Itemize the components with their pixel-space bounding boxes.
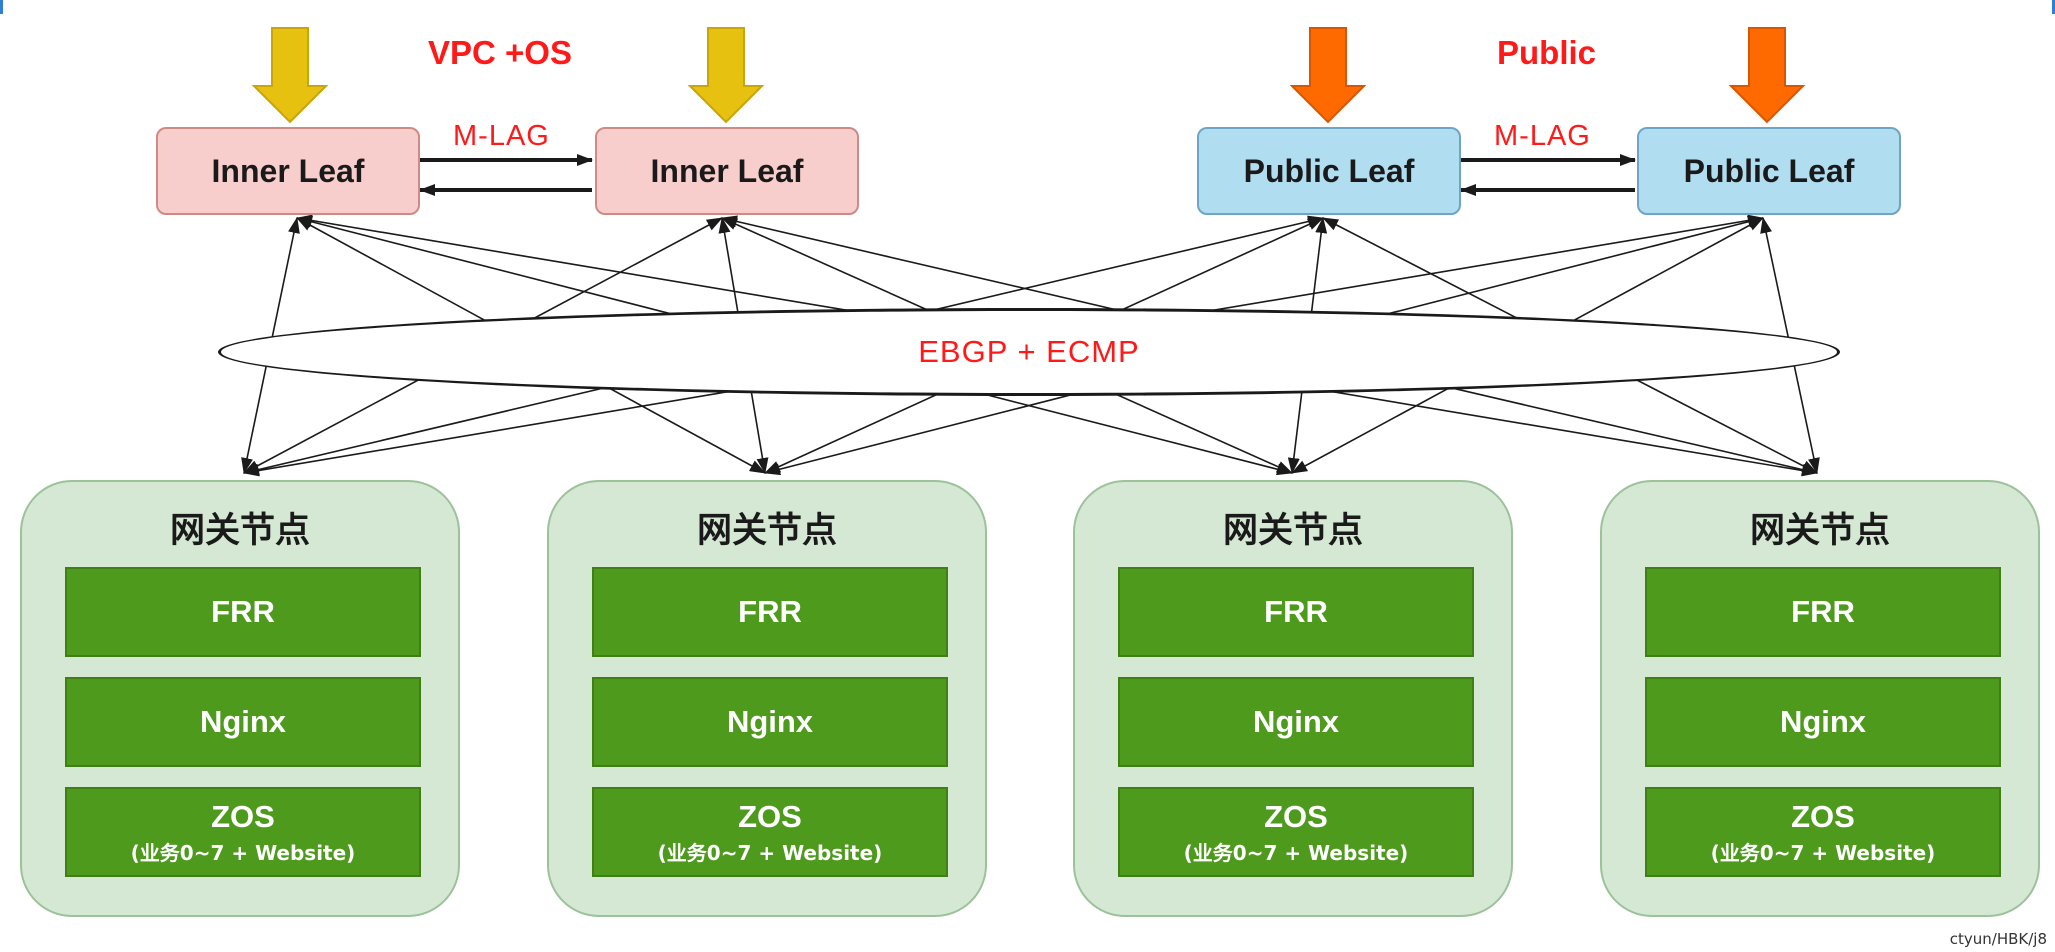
service-zos: ZOS (业务0~7 + Website)	[592, 787, 948, 877]
mlag-label-inner: M-LAG	[453, 120, 550, 152]
frame-edge-left	[0, 0, 3, 14]
service-nginx: Nginx	[1645, 677, 2001, 767]
service-frr: FRR	[65, 567, 421, 657]
service-nginx: Nginx	[65, 677, 421, 767]
service-label: FRR	[738, 594, 802, 629]
frame-edge-right	[2052, 0, 2055, 14]
gateway-node-3: 网关节点 FRR Nginx ZOS (业务0~7 + Website)	[1073, 480, 1513, 917]
service-note: (业务0~7 + Website)	[1183, 840, 1409, 865]
service-nginx: Nginx	[592, 677, 948, 767]
service-label: Nginx	[199, 704, 287, 739]
service-zos: ZOS (业务0~7 + Website)	[65, 787, 421, 877]
service-frr: FRR	[1645, 567, 2001, 657]
service-frr: FRR	[1118, 567, 1474, 657]
service-label: ZOS	[1791, 798, 1855, 834]
service-label: Nginx	[726, 704, 814, 739]
service-label: Nginx	[1252, 704, 1340, 739]
leaf-label: Public Leaf	[1243, 152, 1415, 189]
ingress-arrow-inner-2	[687, 27, 765, 124]
mlag-link-public	[1460, 154, 1636, 196]
ingress-arrow-inner-1	[251, 27, 329, 124]
node-title: 网关节点	[1222, 511, 1363, 551]
watermark: ctyun/HBK/j8	[1949, 930, 2047, 948]
mlag-link-inner	[419, 154, 593, 196]
ingress-arrow-public-2	[1728, 27, 1806, 124]
gateway-node-1: 网关节点 FRR Nginx ZOS (业务0~7 + Website)	[20, 480, 460, 917]
service-note: (业务0~7 + Website)	[130, 840, 356, 865]
service-label: Nginx	[1779, 704, 1867, 739]
ebgp-ecmp-fabric: EBGP + ECMP	[218, 308, 1840, 396]
leaf-label: Inner Leaf	[211, 152, 365, 189]
node-title: 网关节点	[169, 511, 310, 551]
service-label: FRR	[211, 594, 275, 629]
group-label-public: Public	[1497, 34, 1597, 71]
service-note: (业务0~7 + Website)	[657, 840, 883, 865]
gateway-node-2: 网关节点 FRR Nginx ZOS (业务0~7 + Website)	[547, 480, 987, 917]
service-label: ZOS	[738, 798, 802, 834]
mlag-label-public: M-LAG	[1494, 120, 1591, 152]
group-label-inner: VPC +OS	[428, 34, 572, 71]
leaf-label: Public Leaf	[1683, 152, 1855, 189]
service-label: ZOS	[1264, 798, 1328, 834]
ingress-arrow-public-1	[1289, 27, 1367, 124]
inner-leaf-2: Inner Leaf	[595, 127, 859, 215]
node-title: 网关节点	[1749, 511, 1890, 551]
fabric-label: EBGP + ECMP	[918, 334, 1140, 369]
service-label: FRR	[1264, 594, 1328, 629]
gateway-node-4: 网关节点 FRR Nginx ZOS (业务0~7 + Website)	[1600, 480, 2040, 917]
leaf-label: Inner Leaf	[650, 152, 804, 189]
service-label: ZOS	[211, 798, 275, 834]
service-zos: ZOS (业务0~7 + Website)	[1118, 787, 1474, 877]
service-nginx: Nginx	[1118, 677, 1474, 767]
node-title: 网关节点	[696, 511, 837, 551]
public-leaf-2: Public Leaf	[1637, 127, 1901, 215]
service-note: (业务0~7 + Website)	[1710, 840, 1936, 865]
public-leaf-1: Public Leaf	[1197, 127, 1461, 215]
inner-leaf-1: Inner Leaf	[156, 127, 420, 215]
service-label: FRR	[1791, 594, 1855, 629]
service-frr: FRR	[592, 567, 948, 657]
service-zos: ZOS (业务0~7 + Website)	[1645, 787, 2001, 877]
